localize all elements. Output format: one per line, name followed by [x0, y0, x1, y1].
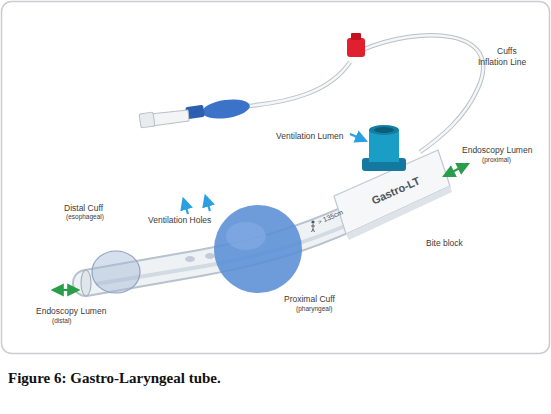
part-label: (esophageal) [66, 213, 104, 221]
part-label: Proximal Cuff [284, 294, 335, 304]
endoscope-arrow [446, 165, 466, 175]
part-label: (pharyngeal) [296, 305, 333, 313]
figure-frame [2, 2, 550, 354]
distal-tip [81, 270, 91, 296]
ventilation-connector [374, 127, 394, 133]
inflation-line [362, 35, 483, 152]
endoscope-arrow [55, 289, 76, 291]
height-icon [311, 220, 314, 223]
part-label: (proximal) [482, 156, 511, 164]
inflation-line [248, 62, 350, 106]
distal-cuff [92, 251, 140, 293]
part-label: Bite block [426, 238, 463, 248]
ventilation-hole [185, 256, 195, 262]
flow-arrow [206, 198, 210, 211]
part-label: Endoscopy Lumen [462, 145, 532, 155]
ventilation-hole [205, 253, 215, 259]
part-label: Distal Cuff [64, 203, 103, 213]
red-cap [351, 33, 361, 40]
part-label: Ventilation Holes [148, 215, 211, 225]
red-cap [347, 38, 365, 57]
figure-caption: Figure 6: Gastro-Laryngeal tube. [8, 370, 221, 387]
part-label: Ventilation Lumen [276, 131, 344, 141]
luer-valve [139, 112, 155, 128]
part-label: Inflation Line [478, 57, 526, 67]
part-label: Endoscopy Lumen [36, 306, 106, 316]
proximal-cuff [214, 205, 302, 293]
part-label: (distal) [52, 317, 72, 325]
inflation-line [362, 35, 483, 152]
flow-arrow [184, 201, 188, 214]
height-icon [311, 224, 315, 232]
part-label: Cuffs [497, 46, 517, 56]
inflation-line [248, 62, 350, 106]
ventilation-connector [369, 125, 399, 135]
luer-valve [150, 110, 189, 126]
bite-block [334, 150, 450, 234]
flow-arrow [350, 134, 364, 140]
proximal-cuff [226, 222, 266, 250]
pilot-balloon [201, 97, 251, 122]
